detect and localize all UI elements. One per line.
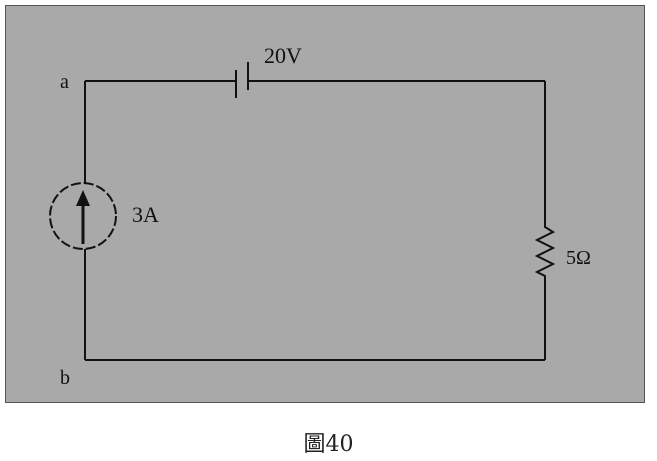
wires bbox=[84, 80, 546, 361]
current-source-label: 3A bbox=[132, 202, 159, 227]
resistor-symbol bbox=[534, 222, 556, 279]
figure-caption: 圖40 bbox=[303, 432, 354, 457]
battery-symbol bbox=[235, 62, 249, 98]
node-a-label: a bbox=[60, 71, 69, 93]
resistor-label: 5Ω bbox=[566, 247, 591, 269]
current-source-symbol bbox=[49, 182, 117, 250]
current-arrow-icon bbox=[76, 190, 90, 206]
battery-label: 20V bbox=[264, 43, 302, 68]
diagram-panel bbox=[5, 5, 645, 403]
node-b-label: b bbox=[60, 367, 70, 389]
current-source-circle bbox=[49, 182, 117, 250]
